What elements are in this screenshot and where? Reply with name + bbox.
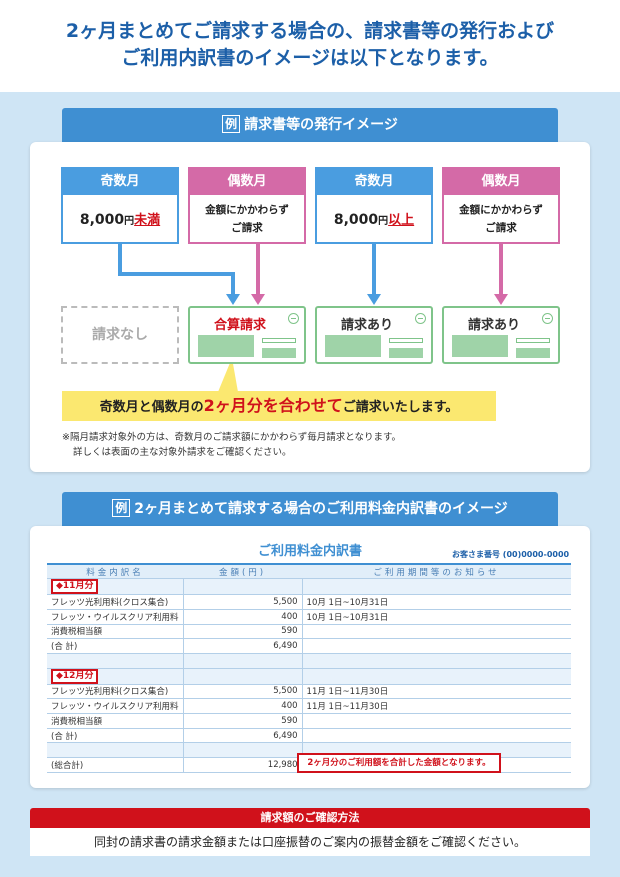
bill-title: 請求あり (467, 318, 520, 333)
month-text: 金額にかかわらずご請求 (205, 204, 289, 234)
bill-box: 請求あり (442, 306, 560, 364)
section1-heading: 例請求書等の発行イメージ (62, 108, 558, 142)
table-row: (合 計)6,490 (47, 638, 571, 654)
page-title-line2: ご利用内訳書のイメージは以下となります。 (121, 47, 499, 69)
bill-graphic (198, 335, 254, 357)
month-box-even-1: 偶数月 金額にかかわらずご請求 (188, 167, 306, 244)
month-box-odd-2: 奇数月 8,000円以上 (315, 167, 433, 244)
bill-title: 合算請求 (213, 318, 266, 333)
combined-bill-box: 合算請求 (188, 306, 306, 364)
bill-graphic (452, 335, 508, 357)
bill-graphic (262, 348, 296, 358)
arrow-even-to-combined (251, 244, 265, 305)
example-badge: 例 (222, 115, 241, 133)
month-label: 偶数月 (444, 169, 558, 195)
month-amount: 8,000円以上 (333, 212, 415, 228)
minus-circle-icon (542, 313, 553, 324)
no-bill-box: 請求なし (61, 306, 179, 364)
summary-banner: 奇数月と偶数月の2ヶ月分を合わせてご請求いたします。 (62, 391, 496, 421)
bill-graphic (389, 348, 423, 358)
month-label: 奇数月 (63, 169, 177, 195)
spacer-row (47, 653, 571, 669)
month-text: 金額にかかわらずご請求 (459, 204, 543, 234)
arrow-odd-to-bill (367, 244, 381, 305)
grand-total-note: 2ヶ月分のご利用額を合計した金額となります。 (297, 753, 501, 773)
section1-title: 請求書等の発行イメージ (244, 117, 398, 133)
month-amount: 8,000円未満 (79, 212, 161, 228)
month-tag: ◆11月分 (51, 579, 99, 595)
arrow-odd-to-combined (118, 244, 240, 305)
bill-graphic (516, 338, 550, 343)
bill-graphic (262, 338, 296, 343)
month-tag-row: ◆12月分 (47, 668, 571, 685)
arrow-even-to-bill (494, 244, 508, 305)
statement-table: 料金内訳名 金額(円) ご利用期間等のお知らせ ◆11月分 フレッツ光利用料(ク… (47, 563, 571, 773)
bill-graphic (516, 348, 550, 358)
page-title: 2ヶ月まとめてご請求する場合の、請求書等の発行および ご利用内訳書のイメージは以… (0, 18, 620, 72)
minus-circle-icon (415, 313, 426, 324)
bill-graphic (389, 338, 423, 343)
month-box-odd-1: 奇数月 8,000円未満 (61, 167, 179, 244)
month-tag-row: ◆11月分 (47, 578, 571, 596)
table-header-row: 料金内訳名 金額(円) ご利用期間等のお知らせ (47, 563, 571, 580)
bill-graphic (325, 335, 381, 357)
confirmation-heading: 請求額のご確認方法 (30, 808, 590, 828)
column-header: 料金内訳名 (47, 563, 184, 580)
notice-text: ※隔月請求対象外の方は、奇数月のご請求額にかかわらず毎月請求となります。 詳しく… (62, 432, 402, 458)
header-area (0, 0, 620, 92)
example-badge: 例 (112, 499, 131, 517)
column-header: 金額(円) (183, 563, 303, 580)
month-label: 奇数月 (317, 169, 431, 195)
minus-circle-icon (288, 313, 299, 324)
month-label: 偶数月 (190, 169, 304, 195)
month-box-even-2: 偶数月 金額にかかわらずご請求 (442, 167, 560, 244)
section2-title: 2ヶ月まとめて請求する場合のご利用料金内訳書のイメージ (134, 501, 508, 517)
statement-title: ご利用料金内訳書 (257, 544, 362, 559)
column-header: ご利用期間等のお知らせ (302, 563, 571, 580)
month-tag: ◆12月分 (51, 668, 99, 684)
account-number: お客さま番号 (00)0000-0000 (452, 550, 570, 559)
page-title-line1: 2ヶ月まとめてご請求する場合の、請求書等の発行および (65, 20, 555, 42)
bill-box: 請求あり (315, 306, 433, 364)
speech-pointer (218, 358, 238, 392)
bill-title: 請求あり (340, 318, 393, 333)
table-row: (合 計)6,490 (47, 728, 571, 744)
confirmation-text: 同封の請求書の請求金額または口座振替のご案内の振替金額をご確認ください。 (30, 828, 590, 856)
